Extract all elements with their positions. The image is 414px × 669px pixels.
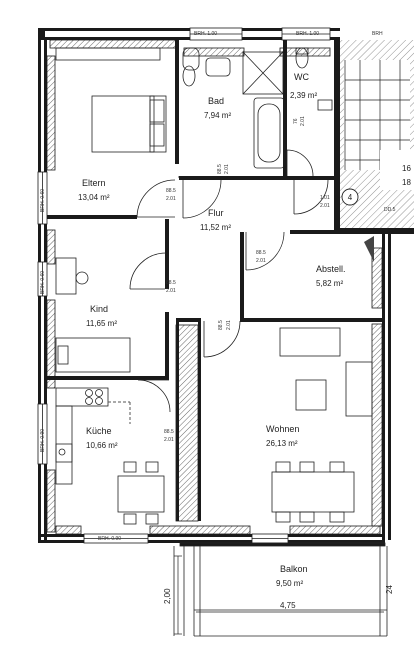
dimension-labels: 2,00 4,75 24 [163, 585, 394, 610]
staircase: 4 16 18 [340, 40, 414, 262]
stair-step-text-a: 16 [402, 164, 411, 173]
shower [242, 51, 284, 95]
room-name-flur: Flur [208, 208, 224, 218]
kitchen-counter-top [55, 387, 109, 407]
room-area-kueche: 10,66 m² [86, 441, 118, 450]
brh-top-left: BRH. 1.00 [194, 31, 217, 37]
door-kind-height: 2.01 [166, 288, 176, 294]
sofa-side [345, 361, 373, 417]
room-area-wc: 2,39 m² [290, 91, 317, 100]
room-name-bad: Bad [208, 96, 224, 106]
door-stair-width: 1.01 [320, 195, 330, 201]
door-bad-height: 2.01 [224, 164, 230, 174]
dining-table [117, 475, 165, 513]
door-labels: 76 2.01 88.5 2.01 88.5 2.01 1.01 2.01 88… [164, 116, 396, 443]
stair-step-text-b: 18 [402, 178, 411, 187]
brh-top-right: BRH. 1.00 [296, 31, 319, 37]
door-kueche-width: 88.5 [164, 429, 174, 435]
room-name-kueche: Küche [86, 426, 112, 436]
brh-eltern: BRH. 0.60 [40, 189, 46, 212]
door-kind-width: 88.5 [166, 280, 176, 286]
door-abstell-width: 88.5 [256, 250, 266, 256]
doors [129, 149, 329, 413]
stair-number: 4 [348, 193, 353, 202]
room-name-balkon: Balkon [280, 564, 308, 574]
brh-kueche: BRH. 0.90 [40, 429, 46, 452]
kind-bed [55, 337, 131, 373]
door-stair-height: 2.01 [320, 203, 330, 209]
door-wohnen-height: 2.01 [226, 320, 232, 330]
bathtub [253, 97, 285, 169]
door-kueche-height: 2.01 [164, 437, 174, 443]
door-wc-width: 76 [293, 118, 299, 124]
windows [37, 27, 331, 544]
room-name-kind: Kind [90, 304, 108, 314]
room-area-balkon: 9,50 m² [276, 579, 303, 588]
dd-label: DD.5 [384, 207, 396, 213]
brh-top-far: BRH [372, 31, 383, 37]
room-area-bad: 7,94 m² [204, 111, 231, 120]
door-abstell-height: 2.01 [256, 258, 266, 264]
room-area-eltern: 13,04 m² [78, 193, 110, 202]
kitchen-sink [55, 443, 73, 463]
room-area-flur: 11,52 m² [200, 223, 231, 232]
door-eltern-width: 88.5 [166, 188, 176, 194]
brh-kind: BRH. 0.60 [40, 271, 46, 294]
room-name-eltern: Eltern [82, 178, 106, 188]
room-area-abstell: 5,82 m² [316, 279, 343, 288]
coffee-table [295, 379, 327, 411]
sofa-top [279, 327, 341, 357]
toilet [182, 47, 200, 71]
kind-desk [55, 257, 77, 295]
window-labels: BRH. 1.00 BRH. 1.00 BRH BRH. 0.60 BRH. 0… [40, 31, 383, 542]
dimension-lines [174, 555, 384, 635]
room-area-kind: 11,65 m² [86, 319, 117, 328]
dim-balkon-width: 4,75 [280, 601, 296, 610]
door-bad-width: 88.5 [217, 164, 223, 174]
kitchen-upper-cabinets [108, 401, 131, 424]
door-wohnen-width: 88.5 [218, 320, 224, 330]
wohnen-table [271, 471, 355, 513]
double-bed [91, 95, 155, 153]
door-wc-height: 2.01 [300, 116, 306, 126]
room-name-abstell: Abstell. [316, 264, 346, 274]
interior-walls [47, 40, 382, 521]
stair-number-circle [341, 188, 359, 206]
door-eltern-height: 2.01 [166, 196, 176, 202]
room-labels: Bad 7,94 m² WC 2,39 m² Eltern 13,04 m² F… [78, 72, 346, 588]
dim-balkon-depth: 2,00 [163, 588, 172, 604]
room-name-wc: WC [294, 72, 309, 82]
furniture [55, 47, 373, 525]
dim-right-edge: 24 [385, 585, 394, 594]
sink [205, 57, 231, 77]
brh-bottom: BRH. 0.90 [98, 536, 121, 542]
room-area-wohnen: 26,13 m² [266, 439, 298, 448]
room-name-wohnen: Wohnen [266, 424, 299, 434]
balcony [173, 542, 388, 637]
